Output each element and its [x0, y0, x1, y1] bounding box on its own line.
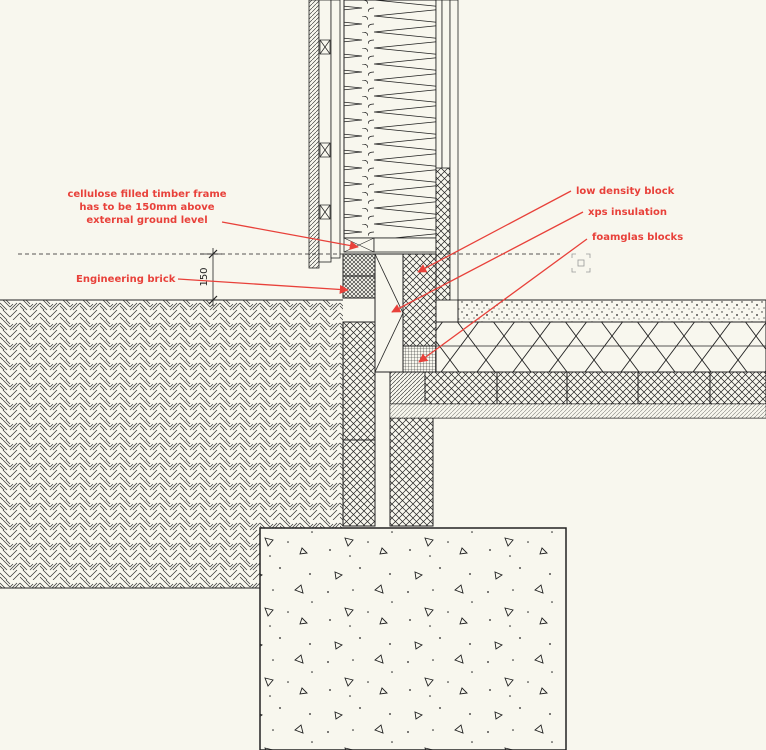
outer-blockwork — [342, 321, 376, 527]
dimension-text: 150 — [199, 267, 210, 286]
annotation-xps-insulation-text: xps insulation — [588, 207, 667, 218]
dimension-150: 150 — [199, 248, 222, 306]
annotation-cellulose-line3: external ground level — [86, 215, 207, 226]
annotation-cellulose-line1: cellulose filled timber frame — [67, 189, 226, 200]
small-marker-icon — [571, 253, 591, 273]
floor-buildup — [389, 299, 766, 419]
external-ground-edge — [0, 299, 343, 589]
inner-blockwork — [389, 417, 434, 527]
engineering-brick — [342, 253, 376, 299]
annotation-cellulose-line2: has to be 150mm above — [79, 202, 214, 213]
concrete-foundation — [259, 527, 567, 750]
foamglas-blocks — [402, 345, 437, 373]
cellulose-insulation — [343, 0, 437, 239]
timber-cladding — [308, 0, 341, 269]
annotation-low-density-block: low density block — [417, 186, 675, 273]
annotation-cellulose: cellulose filled timber frame has to be … — [67, 189, 359, 250]
annotation-foamglas-blocks-text: foamglas blocks — [592, 232, 683, 243]
low-density-block — [402, 253, 437, 347]
annotation-engineering-brick: Engineering brick — [76, 274, 349, 295]
xps-insulation — [374, 253, 404, 373]
inner-lining — [435, 0, 459, 301]
annotation-foamglas-blocks: foamglas blocks — [418, 232, 683, 363]
annotation-low-density-block-text: low density block — [576, 186, 675, 197]
annotation-engineering-brick-text: Engineering brick — [76, 274, 176, 285]
annotation-xps-insulation: xps insulation — [391, 207, 667, 313]
